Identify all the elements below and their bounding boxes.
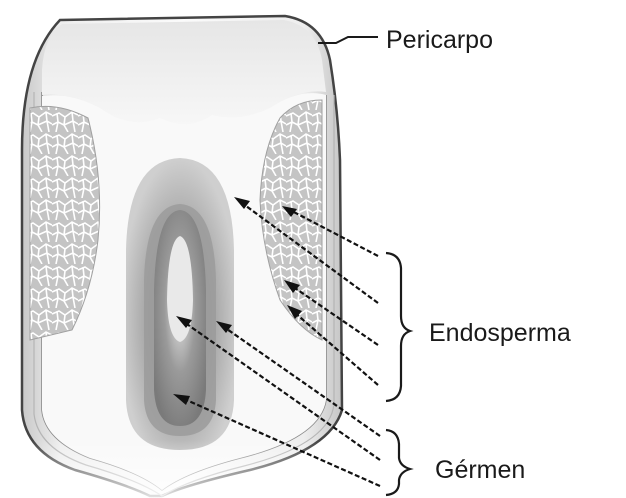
pericarp-label: Pericarpo: [386, 28, 493, 53]
germ-brace: [386, 430, 410, 495]
pericarp-leader-line: [318, 37, 378, 43]
bottom-fade: [0, 440, 360, 498]
endosperm-label: Endosperma: [429, 321, 571, 346]
germ-structure: [126, 158, 234, 450]
germ-label: Gérmen: [435, 458, 525, 483]
endosperm-brace: [386, 253, 410, 401]
